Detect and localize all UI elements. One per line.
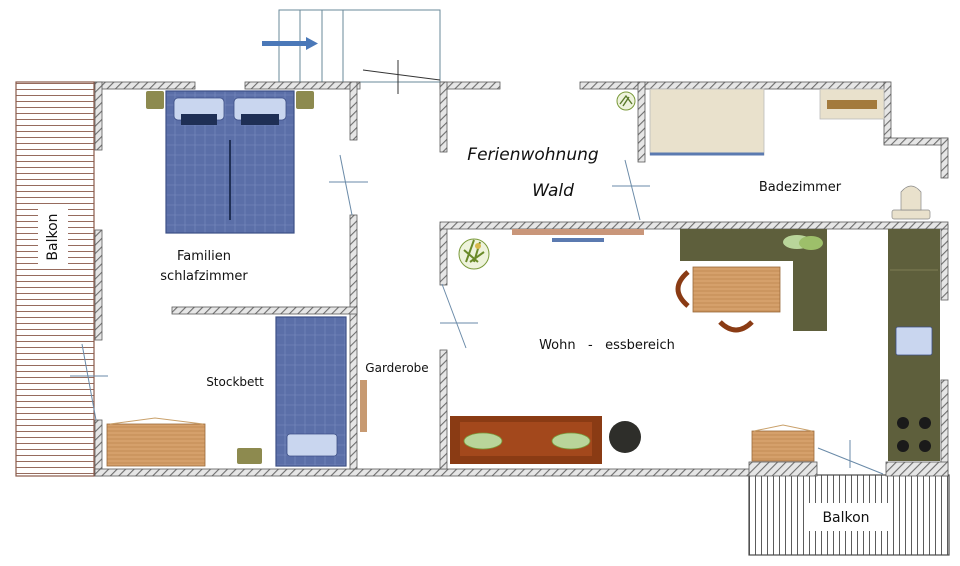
balkon-left-label: Balkon	[45, 213, 61, 260]
balkon-bottom-label: Balkon	[822, 510, 869, 526]
sofa	[450, 416, 602, 464]
dining-table	[692, 266, 781, 313]
nightstand-left	[146, 91, 164, 109]
shelf	[512, 229, 644, 235]
chair-bottom	[718, 320, 754, 333]
stool	[237, 448, 262, 464]
bathtub	[649, 88, 765, 156]
toilet-icon	[891, 185, 931, 220]
counter-plate-2	[799, 236, 823, 250]
staircase	[278, 9, 441, 94]
side-table	[609, 421, 641, 453]
garderobe-label: Garderobe	[365, 361, 428, 375]
door-swings	[70, 154, 884, 475]
coat-rack	[360, 380, 367, 432]
balcony-left	[15, 81, 95, 477]
nightstand-right	[296, 91, 314, 109]
plant-large-icon	[458, 238, 490, 270]
tv-bar	[552, 238, 604, 242]
sideboard	[751, 424, 815, 462]
title-line2: Wald	[532, 181, 574, 201]
kitchen-row	[888, 229, 940, 461]
title-line1: Ferienwohnung	[467, 145, 599, 165]
entry-arrow-icon	[262, 37, 318, 50]
plant-icon	[616, 91, 636, 111]
desk-stockbett	[106, 417, 206, 467]
stockbett-label: Stockbett	[206, 375, 264, 389]
familien-label-line2: schlafzimmer	[160, 269, 248, 284]
familien-label-line1: Familien	[177, 249, 231, 264]
chair-left	[675, 270, 690, 308]
sink	[819, 88, 885, 120]
balcony-bottom	[748, 474, 950, 556]
badezimmer-label: Badezimmer	[759, 180, 842, 195]
wohn-label: Wohn - essbereich	[539, 338, 675, 353]
double-bed	[165, 90, 295, 234]
bunk-bed	[275, 316, 347, 467]
